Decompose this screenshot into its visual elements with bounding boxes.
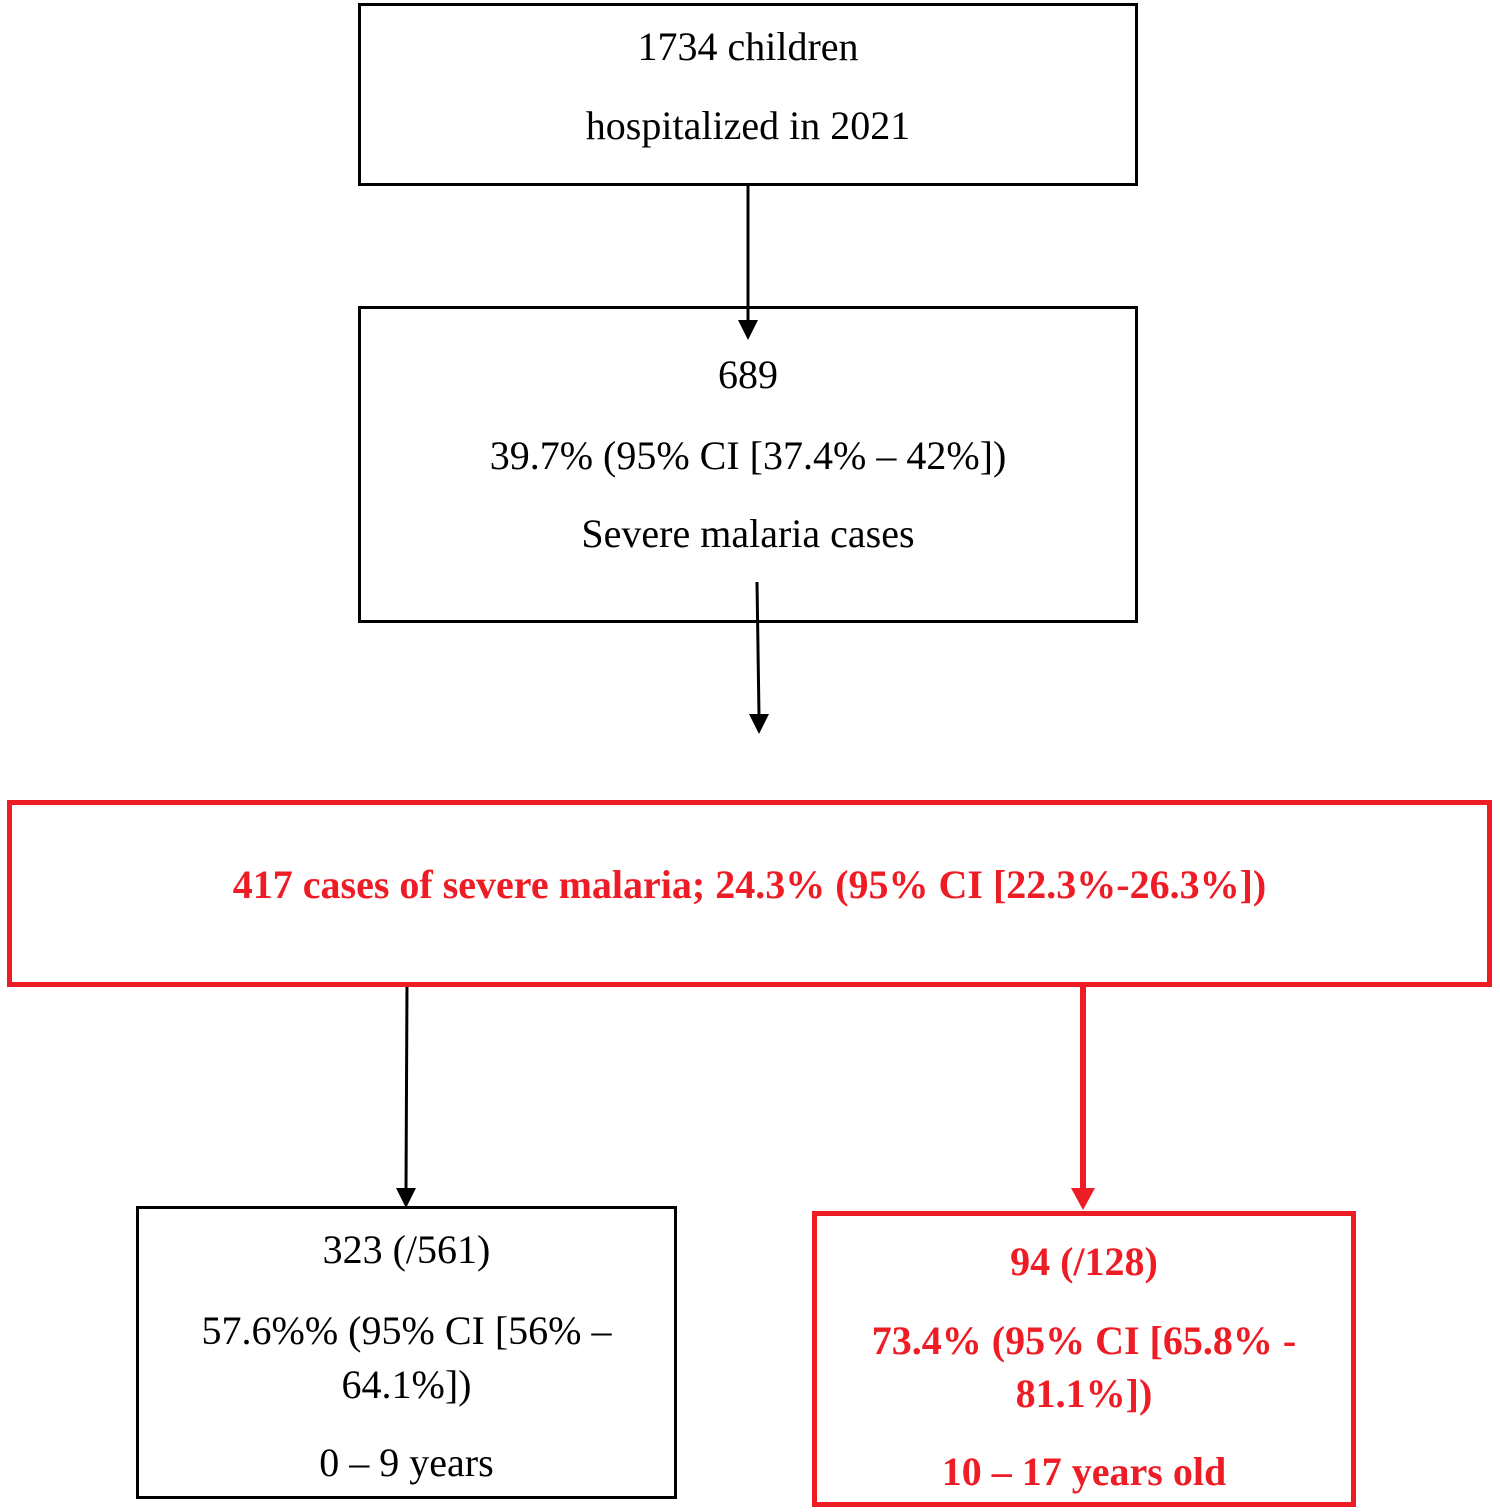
box3-summary: 417 cases of severe malaria; 24.3% (95% … [232,862,1267,907]
arrowhead-box2-to-box3 [749,714,769,734]
box4-percentage-line1: 57.6%% (95% CI [56% – [201,1308,612,1353]
box5-age-group: 10 – 17 years old [941,1449,1227,1494]
box1-count: 1734 children [637,24,859,69]
box-age-10-17: 94 (/128) 73.4% (95% CI [65.8% - 81.1%])… [812,1211,1356,1507]
box2-count: 689 [718,352,778,397]
box-hospitalized-children: 1734 children hospitalized in 2021 [358,3,1138,186]
box2-label: Severe malaria cases [581,511,915,556]
box-confirmed-severe-malaria: 417 cases of severe malaria; 24.3% (95% … [7,800,1492,987]
box5-count: 94 (/128) [1010,1239,1158,1284]
box4-count: 323 (/561) [322,1227,491,1272]
arrow-box2-to-box3 [755,581,761,717]
box4-percentage-line2: 64.1%]) [341,1362,472,1407]
arrowhead-box3-to-box5 [1071,1188,1095,1210]
box4-age-group: 0 – 9 years [319,1440,494,1485]
arrowhead-box1-to-box2 [738,320,758,340]
box2-percentage: 39.7% (95% CI [37.4% – 42%]) [489,433,1007,478]
box-age-0-9: 323 (/561) 57.6%% (95% CI [56% – 64.1%])… [136,1206,677,1499]
arrow-box3-to-box4 [404,982,409,1191]
arrowhead-box3-to-box4 [396,1188,416,1208]
box1-description: hospitalized in 2021 [585,103,911,148]
box-severe-malaria-cases: 689 39.7% (95% CI [37.4% – 42%]) Severe … [358,306,1138,623]
box5-percentage-line2: 81.1%]) [1015,1371,1153,1416]
box5-percentage-line1: 73.4% (95% CI [65.8% - [871,1318,1297,1363]
